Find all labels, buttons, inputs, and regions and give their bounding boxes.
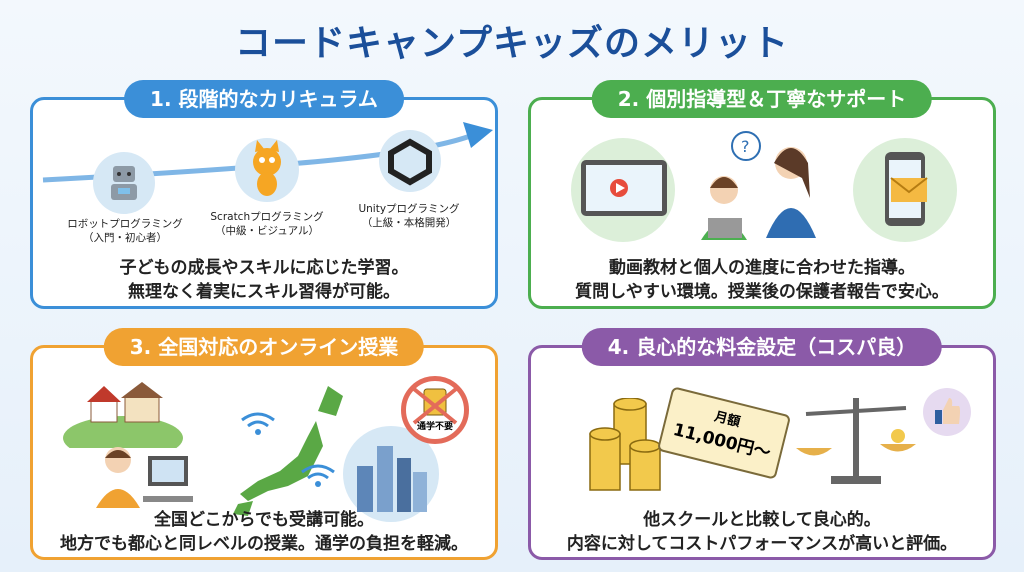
video-tablet-icon: [571, 138, 675, 242]
japan-map-icon: [233, 386, 343, 516]
step-robot: ロボットプログラミング （入門・初心者）: [55, 217, 195, 245]
unity-logo-icon: [379, 130, 441, 192]
step-level: （入門・初心者）: [83, 232, 167, 244]
step-name: Scratchプログラミング: [210, 211, 324, 223]
desc-line: 子どもの成長やスキルに応じた学習。: [119, 258, 409, 278]
no-commute-badge: 通学不要: [401, 376, 469, 444]
thumbs-up-icon: [923, 388, 971, 436]
countryside-house-icon: [63, 382, 183, 448]
step-name: ロボットプログラミング: [67, 218, 183, 230]
card-curriculum: 1. 段階的なカリキュラム ロボットプログラミング （入門・初心者） Scratc…: [30, 80, 498, 309]
card-description: 動画教材と個人の進度に合わせた指導。質問しやすい環境。授業後の保護者報告で安心。: [531, 256, 993, 304]
desc-line: 無理なく着実にスキル習得が可能。: [128, 282, 400, 302]
wifi-icon: [241, 412, 275, 435]
card-pricing: 4. 良心的な料金設定（コスパ良） 月額 11,000円〜 他スクールと比較して…: [528, 328, 996, 560]
no-commute-label: 通学不要: [416, 422, 453, 432]
card-support: 2. 個別指導型＆丁寧なサポート ? 動画教材と個人の進度に合わせた指導。質問し…: [528, 80, 996, 309]
wifi-icon: [301, 464, 335, 487]
desc-line: 全国どこからでも受講可能。: [154, 510, 374, 530]
desc-line: 他スクールと比較して良心的。: [643, 510, 881, 530]
card-heading: 2. 個別指導型＆丁寧なサポート: [591, 80, 933, 118]
step-name: Unityプログラミング: [358, 203, 460, 215]
card-description: 他スクールと比較して良心的。内容に対してコストパフォーマンスが高いと評価。: [531, 508, 993, 556]
card-heading: 1. 段階的なカリキュラム: [124, 80, 404, 118]
page-title: コードキャンプキッズのメリット: [235, 23, 789, 64]
svg-text:?: ?: [741, 137, 750, 156]
card-description: 全国どこからでも受講可能。地方でも都心と同レベルの授業。通学の負担を軽減。: [33, 508, 495, 556]
scratch-cat-icon: [235, 138, 299, 202]
coin-stacks-icon: [589, 398, 661, 491]
balance-scale-icon: [796, 398, 916, 484]
desc-line: 地方でも都心と同レベルの授業。通学の負担を軽減。: [60, 534, 468, 554]
step-level: （中級・ビジュアル）: [215, 225, 319, 237]
robot-icon: [93, 152, 155, 214]
card-heading: 3. 全国対応のオンライン授業: [103, 328, 425, 366]
step-scratch: Scratchプログラミング （中級・ビジュアル）: [197, 210, 337, 238]
desc-line: 動画教材と個人の進度に合わせた指導。: [609, 258, 915, 278]
phone-mail-icon: [853, 138, 957, 242]
price-tag: 月額 11,000円〜: [656, 386, 792, 480]
step-unity: Unityプログラミング （上級・本格開発）: [339, 202, 479, 230]
desc-line: 質問しやすい環境。授業後の保護者報告で安心。: [575, 282, 949, 302]
desc-line: 内容に対してコストパフォーマンスが高いと評価。: [566, 534, 958, 554]
step-level: （上級・本格開発）: [361, 217, 457, 229]
child-computer-icon: [96, 447, 193, 508]
card-description: 子どもの成長やスキルに応じた学習。無理なく着実にスキル習得が可能。: [33, 256, 495, 304]
teacher-student-icon: ?: [701, 131, 816, 240]
card-heading: 4. 良心的な料金設定（コスパ良）: [581, 328, 943, 366]
card-online: 3. 全国対応のオンライン授業 通学不要 全国どこからでも受講可能。地方でも都心…: [30, 328, 498, 560]
